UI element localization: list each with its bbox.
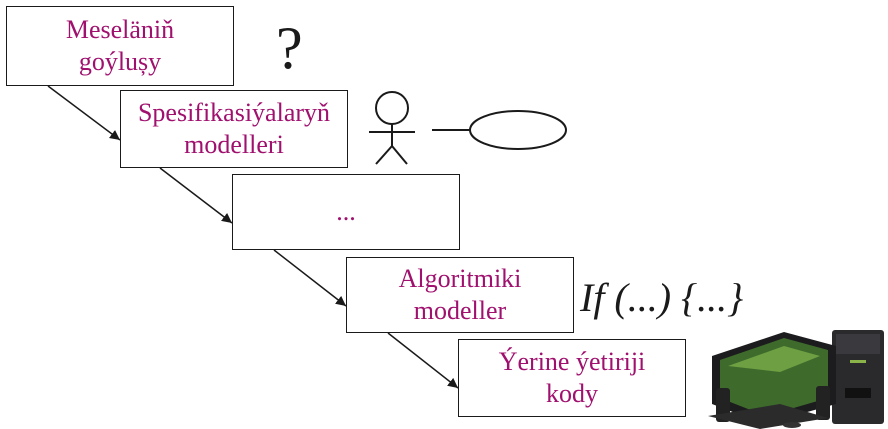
step-label: ... — [336, 196, 356, 226]
code-snippet: If (...) {...} — [580, 275, 744, 320]
step-label: Algoritmiki modeller — [398, 263, 522, 326]
actor-icon — [369, 91, 415, 165]
question-mark: ? — [276, 15, 303, 81]
step-algorithmic-models: Algoritmiki modeller — [346, 257, 574, 333]
step-executable-code: Ýerine ýetiriji kody — [458, 339, 686, 417]
step-label: Meseläniň goýlușy — [65, 14, 175, 77]
arrow-3 — [273, 249, 347, 307]
arrow-4 — [387, 332, 459, 389]
step-problem-statement: Meseläniň goýlușy — [6, 6, 234, 86]
step-specification-models: Spesifikasiýalaryň modelleri — [120, 90, 348, 168]
arrow-1 — [47, 85, 121, 141]
arrow-2 — [159, 167, 233, 224]
step-ellipsis: ... — [232, 174, 460, 250]
use-case-ellipse-icon — [432, 110, 567, 150]
step-label: Spesifikasiýalaryň modelleri — [137, 97, 331, 160]
computer-icon — [708, 330, 884, 429]
step-label: Ýerine ýetiriji kody — [498, 346, 646, 409]
